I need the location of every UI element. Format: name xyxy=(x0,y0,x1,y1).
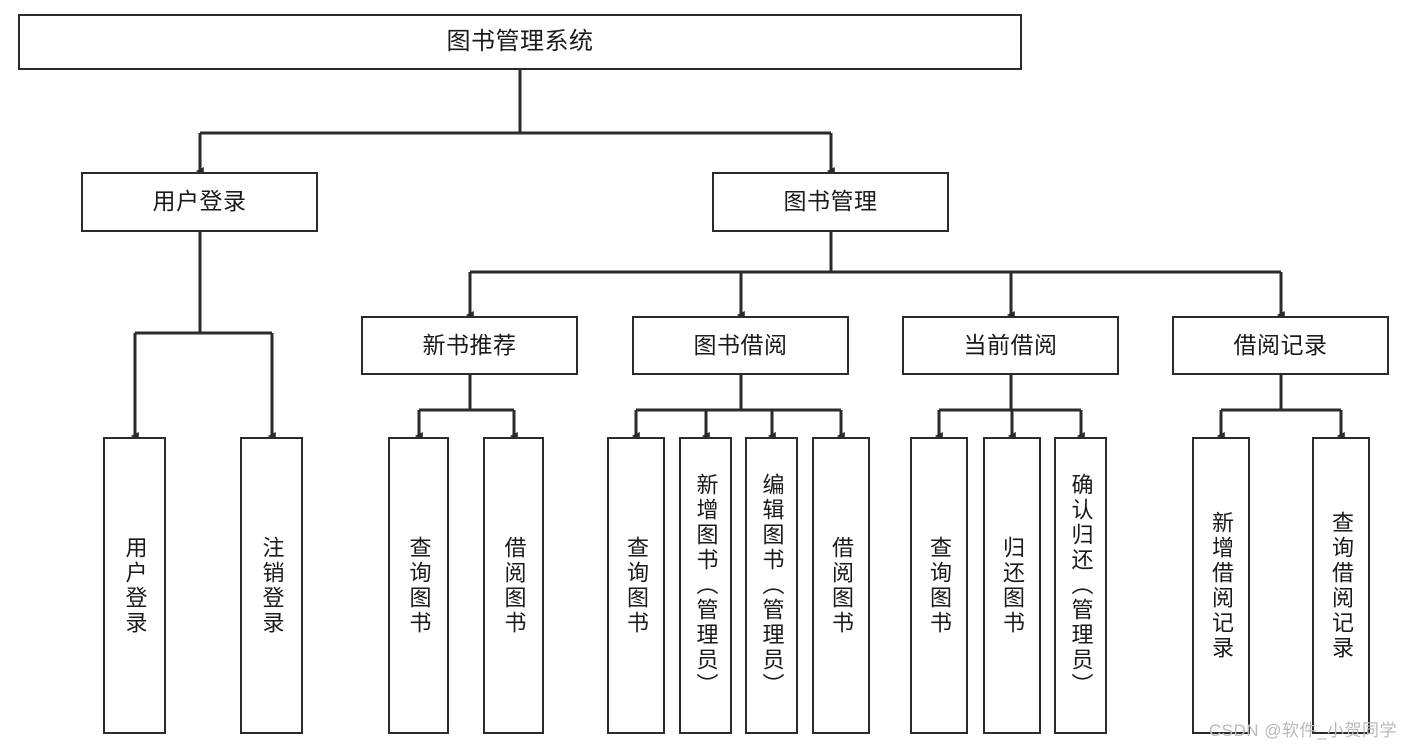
node-label: 用户登录 xyxy=(122,535,148,636)
node-label: 借阅图书 xyxy=(501,535,527,636)
node-label: 借阅记录 xyxy=(1233,331,1328,358)
node-label: 归还图书 xyxy=(999,535,1025,636)
node-borrow-record[interactable]: 借阅记录 xyxy=(1172,316,1389,375)
node-label: 新增借阅记录 xyxy=(1208,510,1234,661)
node-leaf-logout[interactable]: 注销登录 xyxy=(240,437,303,734)
node-label: 查询图书 xyxy=(406,535,432,636)
node-label: 用户登录 xyxy=(152,188,247,215)
node-label: 当前借阅 xyxy=(963,331,1058,358)
node-label: 图书借阅 xyxy=(693,331,788,358)
node-leaf-query-borrow-record[interactable]: 查询借阅记录 xyxy=(1312,437,1370,734)
node-current-borrow[interactable]: 当前借阅 xyxy=(902,316,1119,375)
node-label: 查询借阅记录 xyxy=(1328,510,1354,661)
node-leaf-edit-book-admin[interactable]: 编辑图书（管理员） xyxy=(745,437,798,734)
node-root[interactable]: 图书管理系统 xyxy=(18,14,1022,70)
node-label: 借阅图书 xyxy=(828,535,854,636)
node-leaf-query-book-3[interactable]: 查询图书 xyxy=(910,437,968,734)
node-leaf-add-borrow-record[interactable]: 新增借阅记录 xyxy=(1192,437,1250,734)
node-label: 图书管理 xyxy=(783,188,878,215)
node-leaf-user-login[interactable]: 用户登录 xyxy=(103,437,166,734)
node-label: 注销登录 xyxy=(259,535,285,636)
node-label: 查询图书 xyxy=(623,535,649,636)
node-leaf-query-book-1[interactable]: 查询图书 xyxy=(388,437,449,734)
node-leaf-return-book[interactable]: 归还图书 xyxy=(983,437,1041,734)
node-book-borrow[interactable]: 图书借阅 xyxy=(632,316,849,375)
node-label: 查询图书 xyxy=(926,535,952,636)
node-label: 编辑图书（管理员） xyxy=(759,473,785,698)
node-label: 图书管理系统 xyxy=(446,27,594,55)
node-user-login[interactable]: 用户登录 xyxy=(81,172,318,232)
node-leaf-confirm-return-admin[interactable]: 确认归还（管理员） xyxy=(1054,437,1107,734)
node-leaf-add-book-admin[interactable]: 新增图书（管理员） xyxy=(679,437,732,734)
node-label: 确认归还（管理员） xyxy=(1068,473,1094,698)
node-book-manage[interactable]: 图书管理 xyxy=(712,172,949,232)
node-label: 新增图书（管理员） xyxy=(693,473,719,698)
node-new-book-recommend[interactable]: 新书推荐 xyxy=(361,316,578,375)
node-label: 新书推荐 xyxy=(422,331,517,358)
node-leaf-borrow-book-2[interactable]: 借阅图书 xyxy=(812,437,870,734)
node-leaf-borrow-book-1[interactable]: 借阅图书 xyxy=(483,437,544,734)
node-leaf-query-book-2[interactable]: 查询图书 xyxy=(607,437,665,734)
